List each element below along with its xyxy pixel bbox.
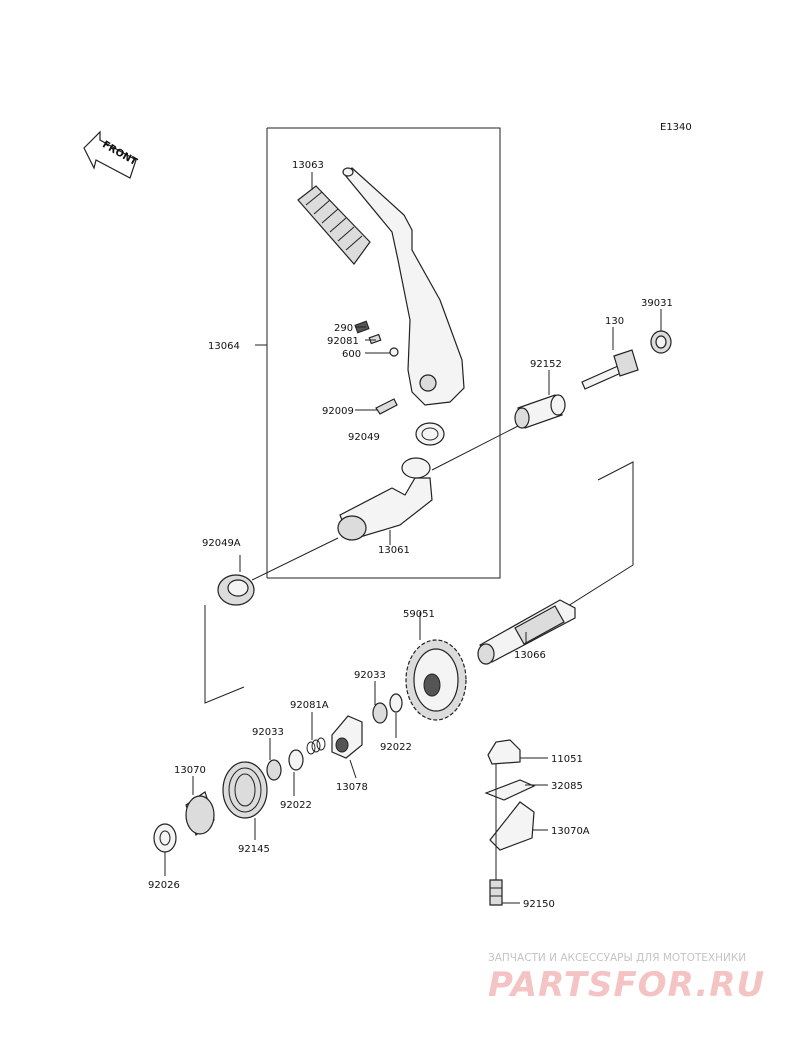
label-92033-b: 92033 xyxy=(252,727,284,738)
label-13078: 13078 xyxy=(336,782,368,793)
label-92033-a: 92033 xyxy=(354,670,386,681)
nut-39031 xyxy=(650,330,672,354)
ratchet-13078 xyxy=(331,715,363,759)
label-13070A: 13070A xyxy=(551,826,590,837)
part-labels: 13063 13064 290 92081 600 92009 92049 13… xyxy=(148,160,673,910)
watermark: ЗАПЧАСТИ И АКСЕССУАРЫ ДЛЯ МОТОТЕХНИКИ PA… xyxy=(488,952,765,1005)
label-13070: 13070 xyxy=(174,765,206,776)
circlip-92033-a xyxy=(372,702,388,724)
front-arrow-icon: FRONT xyxy=(83,130,139,179)
small-hardware xyxy=(354,320,399,415)
label-39031: 39031 xyxy=(641,298,673,309)
washer-92022-b xyxy=(288,749,304,771)
spring-92081A xyxy=(306,737,326,755)
label-92009: 92009 xyxy=(322,406,354,417)
washer-92026 xyxy=(153,823,177,853)
gear-59051 xyxy=(405,639,467,721)
diagram-code: E1340 xyxy=(660,122,692,133)
label-92022-a: 92022 xyxy=(380,742,412,753)
watermark-brand: PARTSFOR.RU xyxy=(488,965,765,1005)
stopper-assembly xyxy=(484,739,536,906)
group-frame-shaft xyxy=(204,461,634,704)
label-13064: 13064 xyxy=(208,341,240,352)
label-92049: 92049 xyxy=(348,432,380,443)
seal-92049A xyxy=(217,574,255,606)
spring-guide-13070 xyxy=(185,791,215,837)
leader-lines xyxy=(164,172,662,904)
circlip-92033-b xyxy=(266,759,282,781)
rubber-grip-13063 xyxy=(297,185,371,265)
label-32085: 32085 xyxy=(551,781,583,792)
label-13063: 13063 xyxy=(292,160,324,171)
watermark-tagline: ЗАПЧАСТИ И АКСЕССУАРЫ ДЛЯ МОТОТЕХНИКИ xyxy=(488,952,746,964)
label-290: 290 xyxy=(334,323,353,334)
label-92022-b: 92022 xyxy=(280,800,312,811)
washer-92049 xyxy=(415,422,445,446)
label-13066: 13066 xyxy=(514,650,546,661)
kick-shaft-13066 xyxy=(477,599,576,665)
label-92145: 92145 xyxy=(238,844,270,855)
kick-spring-92145 xyxy=(222,761,268,819)
label-11051: 11051 xyxy=(551,754,583,765)
label-92081A: 92081A xyxy=(290,700,329,711)
collar-92152 xyxy=(514,394,566,429)
group-frame-13064 xyxy=(255,127,501,579)
label-92152: 92152 xyxy=(530,359,562,370)
label-92150: 92150 xyxy=(523,899,555,910)
washer-92022-a xyxy=(389,693,403,713)
label-92026: 92026 xyxy=(148,880,180,891)
kick-pedal-lever xyxy=(342,167,465,406)
label-92049A: 92049A xyxy=(202,538,241,549)
label-92081: 92081 xyxy=(327,336,359,347)
bolt-130 xyxy=(581,349,639,390)
kick-boss-13061 xyxy=(337,457,433,541)
label-59051: 59051 xyxy=(403,609,435,620)
label-13061: 13061 xyxy=(378,545,410,556)
label-130: 130 xyxy=(605,316,624,327)
label-600: 600 xyxy=(342,349,361,360)
